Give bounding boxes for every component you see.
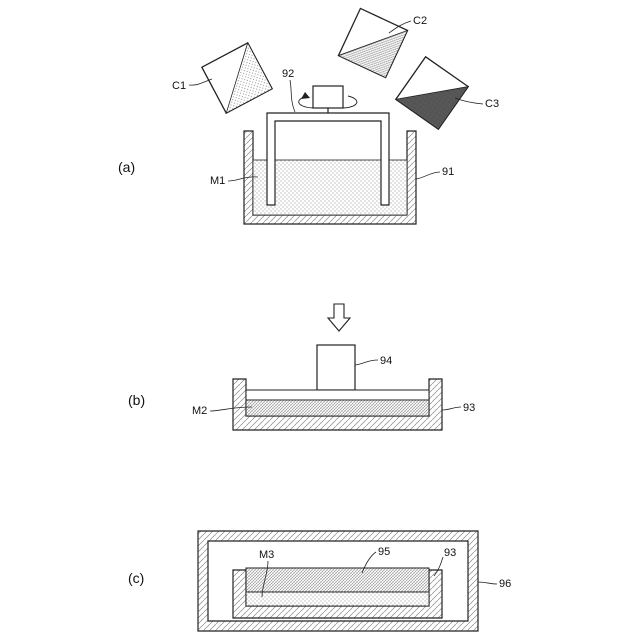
label-c2: C2 — [413, 15, 427, 27]
panel-a-label: (a) — [118, 159, 135, 175]
press-direction-arrow — [328, 304, 350, 331]
material-c2 — [338, 8, 407, 77]
panel-c-label: (c) — [128, 570, 144, 586]
layer-m2 — [246, 400, 429, 416]
label-m2: M2 — [192, 405, 207, 417]
material-c3 — [396, 57, 468, 129]
label-m3: M3 — [259, 549, 274, 561]
label-92: 92 — [282, 68, 294, 80]
leader-93-b — [442, 407, 461, 410]
label-91: 91 — [442, 166, 454, 178]
panel-c: (c) M3 95 93 96 — [128, 531, 511, 631]
panel-b: (b) 94 M2 93 — [128, 304, 475, 430]
cover-95 — [246, 568, 429, 592]
mixer-motor — [313, 86, 343, 108]
panel-b-label: (b) — [128, 392, 145, 408]
label-96: 96 — [499, 578, 511, 590]
material-c1 — [202, 43, 272, 113]
label-c3: C3 — [485, 98, 499, 110]
leader-c1 — [189, 79, 212, 85]
rotation-arrow-right — [343, 96, 357, 108]
leader-94 — [355, 360, 378, 365]
rotation-arrow-head — [301, 92, 310, 99]
press-plate — [246, 390, 429, 400]
leader-96 — [478, 582, 497, 584]
press-94 — [317, 345, 355, 390]
layer-m3 — [246, 592, 429, 606]
label-m1: M1 — [210, 175, 225, 187]
leader-91 — [416, 172, 440, 179]
label-95: 95 — [378, 546, 390, 558]
panel-a: (a) C1 C2 C3 — [118, 8, 499, 224]
label-93-c: 93 — [444, 547, 456, 559]
label-93-b: 93 — [463, 402, 475, 414]
label-c1: C1 — [172, 80, 186, 92]
label-94: 94 — [380, 355, 392, 367]
leader-92 — [290, 80, 295, 112]
